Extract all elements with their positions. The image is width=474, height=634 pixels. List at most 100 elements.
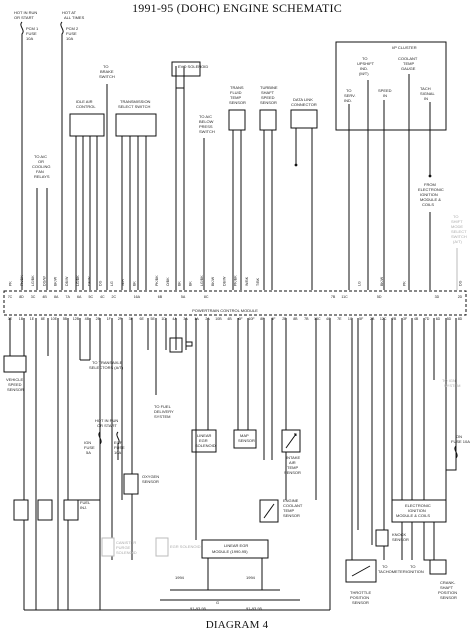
linear-egr-module: LINEAR EGR MODULE (1990-95) 1994 1994 G …: [160, 430, 300, 611]
pcm-top-pin-9: 2C: [111, 295, 116, 299]
fuse-pcm-2: FUSE 10A: [451, 439, 470, 444]
pcm-bottom-pin-20: 4B: [227, 317, 232, 321]
idle-air-control: IDLE AIR CONTROL: [69, 99, 105, 290]
ac-label-1: TO A/C: [34, 154, 47, 159]
hot-run-start-label: HOT IN RUN: [14, 10, 37, 15]
transaxle-selectors: TO TRANSAXLE SELECTORS (A/T): [80, 359, 124, 370]
wire-color-17: LG/BK: [200, 275, 204, 286]
crank-label-1: CRANK-: [440, 580, 456, 585]
pcm-bottom-pin-6: 12B: [73, 317, 80, 321]
tach-label-1: TACH: [420, 86, 431, 91]
pcm-bottom-pin-31: 1C: [348, 317, 353, 321]
linear-egr-solenoid: LINEAR EGR SOLENOID: [191, 429, 217, 453]
pcm-label: POWERTRAIN CONTROL MODULE: [192, 308, 258, 313]
toign-label-2: IGNITION: [406, 569, 424, 574]
wire-color-5: DB/W: [65, 276, 69, 286]
pcm-bottom-pin-24: 6F: [271, 317, 276, 321]
tach-label-3: IN: [424, 96, 428, 101]
crank-label-3: POSITION: [438, 590, 457, 595]
eim-label-2: ELECTRONIC: [418, 187, 444, 192]
power-feed-left: HOT IN RUN OR START HOT AT ALL TIMES PCM…: [14, 10, 85, 290]
trans-label-2: SELECT SWITCH: [118, 104, 150, 109]
evo-solenoid: EVO SOLENOID: [171, 61, 208, 290]
pcm-top-pin-37: 3D: [435, 295, 440, 299]
dlc-label-1: DATA LINK: [293, 97, 313, 102]
pcm-top-pin-28: 7B: [331, 295, 336, 299]
map-sensor: MAP SENSOR: [233, 429, 257, 449]
eim-label-5: COILS: [422, 202, 434, 207]
egr-fuse-1: EGR: [114, 440, 123, 445]
pcm-fuse-label-2: FUSE: [26, 31, 37, 36]
ground-g: G: [216, 600, 219, 605]
crank-label-2: SHAFT: [440, 585, 454, 590]
pcm-bottom-pin-29: 4C: [326, 317, 331, 321]
pcm-fuse-label: PCM 1: [26, 26, 39, 31]
crank-label-4: SENSOR: [440, 595, 457, 600]
inj-label-2: INJ.: [80, 505, 87, 510]
pcm-top-pin-15: 5A: [181, 295, 186, 299]
cg-label-2: TEMP: [403, 61, 414, 66]
ign-sys-2: SYSTEM: [444, 383, 460, 388]
ect-label-3: TEMP: [283, 508, 294, 513]
cp-label-2: PURGE: [116, 545, 131, 550]
les-label-3: SOLENOID: [195, 443, 216, 448]
vss-label-1: VEHICLE: [6, 377, 23, 382]
hot-all-times-label-2: ALL TIMES: [64, 15, 85, 20]
ip-cluster: I/P CLUSTER TO SERV. IND. TO UPSHIFT IND…: [335, 41, 447, 290]
pcm-top-pin-4: 8A: [54, 295, 59, 299]
brake-switch: TO BRAKE SWITCH: [99, 64, 115, 290]
pcm-bottom-pin-26: 8B: [293, 317, 298, 321]
brake-label-3: SWITCH: [99, 74, 115, 79]
iac-label-1: IDLE AIR: [76, 99, 93, 104]
tss-label-2: SHAFT: [261, 90, 275, 95]
iat-label-4: SENSOR: [284, 470, 301, 475]
ign-fuse-1: IGN: [84, 440, 91, 445]
sms-label-6: (A/T): [453, 239, 463, 244]
sms-label-3: MODE: [451, 224, 463, 229]
tft-label-4: SENSOR: [229, 100, 246, 105]
pcm-top-pin-3: 4B: [42, 295, 47, 299]
year-94-left: 1994: [175, 575, 185, 580]
iat-label-1: INTAKE: [286, 455, 300, 460]
wire-color-21: W/BK: [245, 276, 249, 286]
o2-label-2: SENSOR: [142, 479, 159, 484]
pcm-top-pin-8: 4C: [100, 295, 105, 299]
pcm-fuse2-label-3: 10A: [66, 36, 73, 41]
wire-color-20: PK/BK: [234, 275, 238, 286]
serv-label-2: SERV.: [344, 93, 356, 98]
pcm-bottom-pin-17: 1A: [194, 317, 199, 321]
eim-label-1: FROM: [424, 182, 436, 187]
pcm-bottom-pin-15: 4A: [172, 317, 177, 321]
sms-label-5: SWITCH: [451, 234, 467, 239]
vss-label-2: SPEED: [8, 382, 22, 387]
serv-label-3: IND.: [344, 98, 352, 103]
trans-label-1: TRANSMISSION: [120, 99, 151, 104]
map-label-1: MAP: [240, 433, 249, 438]
pcm-bottom-pin-34: 12C: [380, 317, 387, 321]
pcm-bottom-pin-41: 8D: [458, 317, 463, 321]
sms-label-2: SHIFT: [451, 219, 463, 224]
wire-color-22: T/BK: [256, 277, 260, 286]
data-link-connector: DATA LINK CONNECTOR: [290, 97, 318, 290]
wire-color-3: DG/W: [42, 276, 46, 286]
pcm-bottom-pin-5: 5B: [63, 317, 68, 321]
eim2-label-2: IGNITION: [408, 508, 426, 513]
turbine-sensor: TURBINE SHAFT SPEED SENSOR: [259, 85, 278, 290]
eim-label-4: MODULE &: [420, 197, 441, 202]
pcm-bottom-pin-14: 1D: [161, 317, 166, 321]
wire-color-35: PK: [402, 281, 406, 286]
tach-label-2: SIGNAL: [420, 91, 435, 96]
pcm-top-pin-13: 6B: [158, 295, 163, 299]
hot-all-times-label: HOT AT: [62, 10, 77, 15]
pcm-bottom-pin-38: 7D: [425, 317, 430, 321]
pcm-bottom-pin-7: 4B: [85, 317, 90, 321]
hrs2-label-2: OR START: [97, 423, 117, 428]
wire-color-14: O/BK: [166, 277, 170, 286]
wire-color-18: BK/W: [211, 276, 215, 286]
fd-label-3: SYSTEM: [154, 414, 170, 419]
eim2-label-3: MODULE & COILS: [396, 513, 430, 518]
pcm-bottom-pin-30: 7E: [337, 317, 342, 321]
pcm-fuse2-label: PCM 2: [66, 26, 79, 31]
trans-fluid-sensor: TRANS FLUID TEMP SENSOR: [228, 85, 246, 290]
